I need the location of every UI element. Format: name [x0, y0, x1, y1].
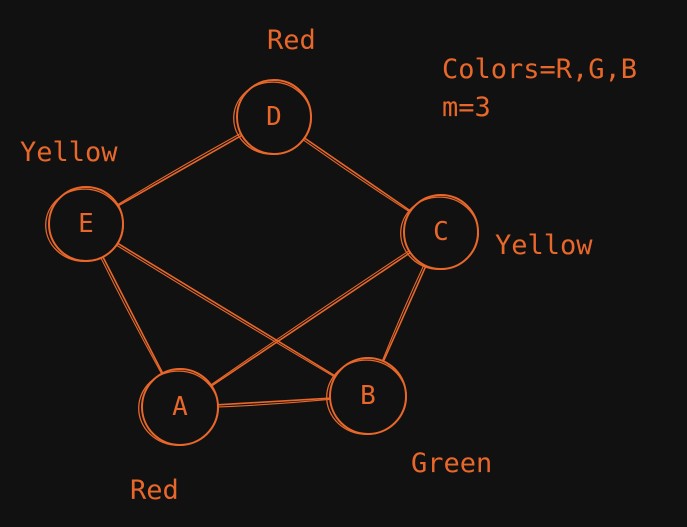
- edge-e-b: [115, 241, 339, 379]
- node-e[interactable]: [45, 186, 124, 262]
- edge-a-b: [215, 398, 333, 408]
- node-d[interactable]: [233, 79, 312, 155]
- edge-d-e: [115, 133, 245, 208]
- node-b-color-label: Green: [411, 448, 493, 479]
- edge-c-b: [381, 263, 428, 364]
- node-c-color-label: Yellow: [495, 230, 593, 261]
- node-d-outline: [233, 81, 312, 155]
- node-d-fill: [237, 80, 311, 154]
- edge-c-b: [381, 262, 426, 364]
- node-d-color-label: Red: [267, 25, 316, 56]
- edges-layer: [99, 131, 428, 408]
- edge-e-b: [114, 243, 338, 379]
- edge-c-a: [208, 249, 412, 387]
- edge-d-c: [301, 138, 413, 214]
- node-e-fill: [49, 187, 123, 261]
- edge-a-b: [215, 397, 333, 406]
- edge-d-c: [302, 136, 413, 213]
- node-a-letter: A: [172, 392, 188, 422]
- nodes-layer: [45, 79, 479, 446]
- node-a-outline: [138, 370, 219, 446]
- node-e-color-label: Yellow: [20, 137, 118, 168]
- node-c-letter: C: [433, 217, 449, 247]
- edge-d-e: [115, 131, 244, 207]
- m-note: m=3: [442, 92, 491, 123]
- node-b-outline: [326, 359, 407, 435]
- node-a-fill: [142, 369, 218, 445]
- node-d-letter: D: [266, 102, 282, 132]
- node-b-letter: B: [360, 381, 376, 411]
- node-e-letter: E: [78, 209, 94, 239]
- edge-c-a: [209, 250, 413, 388]
- node-c-outline: [400, 196, 479, 270]
- edge-e-a: [99, 255, 164, 377]
- node-c[interactable]: [400, 194, 479, 270]
- node-a-color-label: Red: [130, 475, 179, 506]
- node-b[interactable]: [326, 357, 407, 435]
- node-a[interactable]: [138, 368, 219, 446]
- node-e-outline: [45, 188, 124, 262]
- node-b-fill: [330, 358, 406, 434]
- colors-note: Colors=R,G,B: [442, 54, 638, 85]
- node-c-fill: [404, 195, 478, 269]
- edge-e-a: [101, 254, 165, 376]
